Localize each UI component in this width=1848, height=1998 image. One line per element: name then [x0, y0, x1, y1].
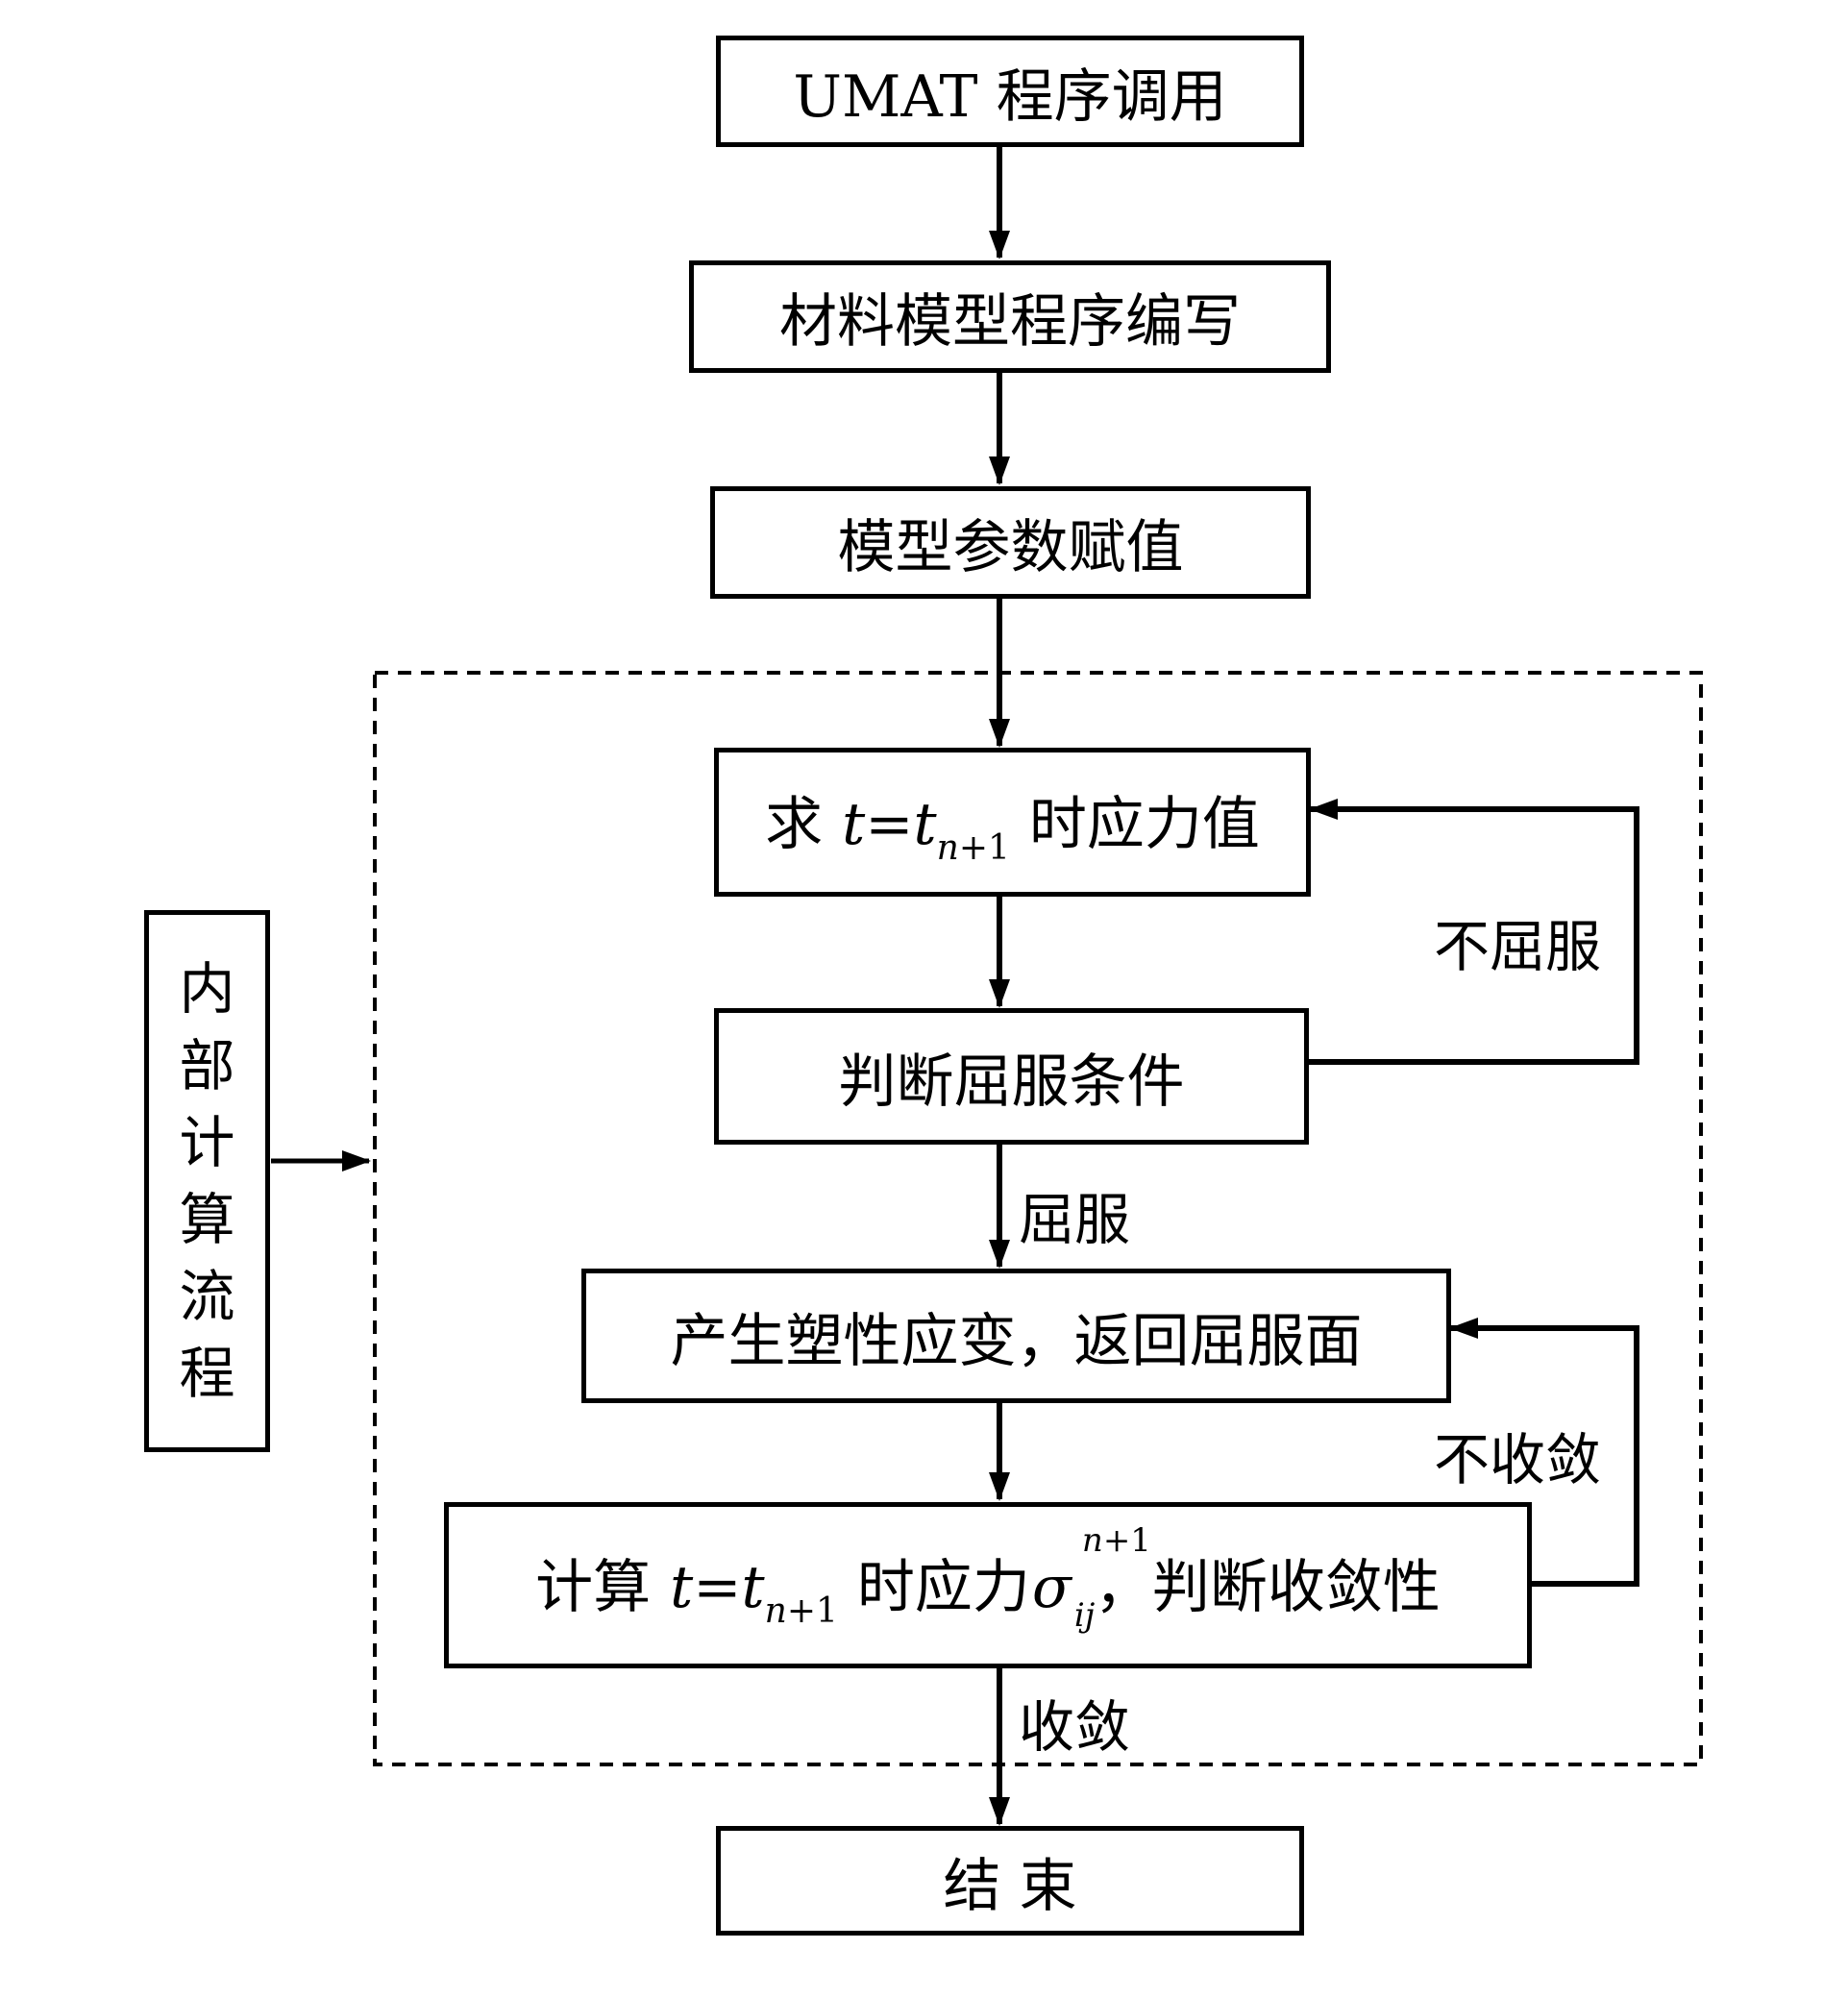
- node-model-params: 模型参数赋值: [710, 486, 1311, 599]
- node-material-model: 材料模型程序编写: [689, 260, 1331, 373]
- internal-char: 流: [179, 1264, 235, 1329]
- edge-label-yield: 屈服: [1019, 1187, 1131, 1252]
- edge-label-not-converge: 不收敛: [1434, 1427, 1602, 1492]
- node-yield-check-label: 判断屈服条件: [838, 1048, 1185, 1116]
- internal-char: 部: [179, 1033, 235, 1098]
- loop-no-yield: [1309, 799, 1639, 1065]
- node-umat-call-label: UMAT 程序调用: [793, 62, 1227, 131]
- internal-char: 程: [179, 1341, 235, 1406]
- edge-label-no-yield: 不屈服: [1434, 914, 1602, 979]
- loop-not-converge: [1449, 1318, 1639, 1587]
- internal-char: 内: [179, 956, 235, 1022]
- node-plastic-strain-label: 产生塑性应变，返回屈服面: [670, 1307, 1363, 1375]
- node-material-model-label: 材料模型程序编写: [779, 288, 1241, 356]
- edge-label-converge: 收敛: [1019, 1694, 1131, 1760]
- internal-char: 计: [179, 1110, 235, 1175]
- node-end-label: 结 束: [943, 1852, 1077, 1920]
- node-plastic-strain: 产生塑性应变，返回屈服面: [581, 1269, 1451, 1403]
- internal-char: 算: [179, 1187, 235, 1252]
- node-internal-process: 内 部 计 算 流 程: [144, 910, 270, 1452]
- internal-process-region: [373, 671, 1703, 1766]
- node-model-params-label: 模型参数赋值: [837, 514, 1184, 581]
- node-umat-call: UMAT 程序调用: [716, 36, 1304, 147]
- node-end: 结 束: [716, 1826, 1304, 1936]
- node-yield-check: 判断屈服条件: [714, 1008, 1309, 1145]
